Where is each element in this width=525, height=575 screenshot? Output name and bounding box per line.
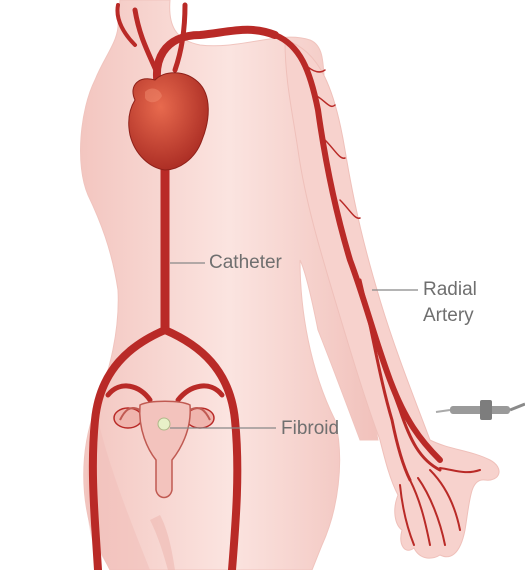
ovary-left xyxy=(114,408,142,428)
fibroid xyxy=(158,418,170,430)
catheter-label: Catheter xyxy=(209,252,282,274)
needle-tip xyxy=(436,410,450,412)
needle-hub xyxy=(480,400,492,420)
catheter-needle xyxy=(436,400,525,420)
fibroid-label: Fibroid xyxy=(281,418,339,440)
radial-artery-label-line1: Radial xyxy=(423,279,477,301)
radial-artery-label-line2: Artery xyxy=(423,305,474,327)
needle-tail xyxy=(510,404,525,410)
